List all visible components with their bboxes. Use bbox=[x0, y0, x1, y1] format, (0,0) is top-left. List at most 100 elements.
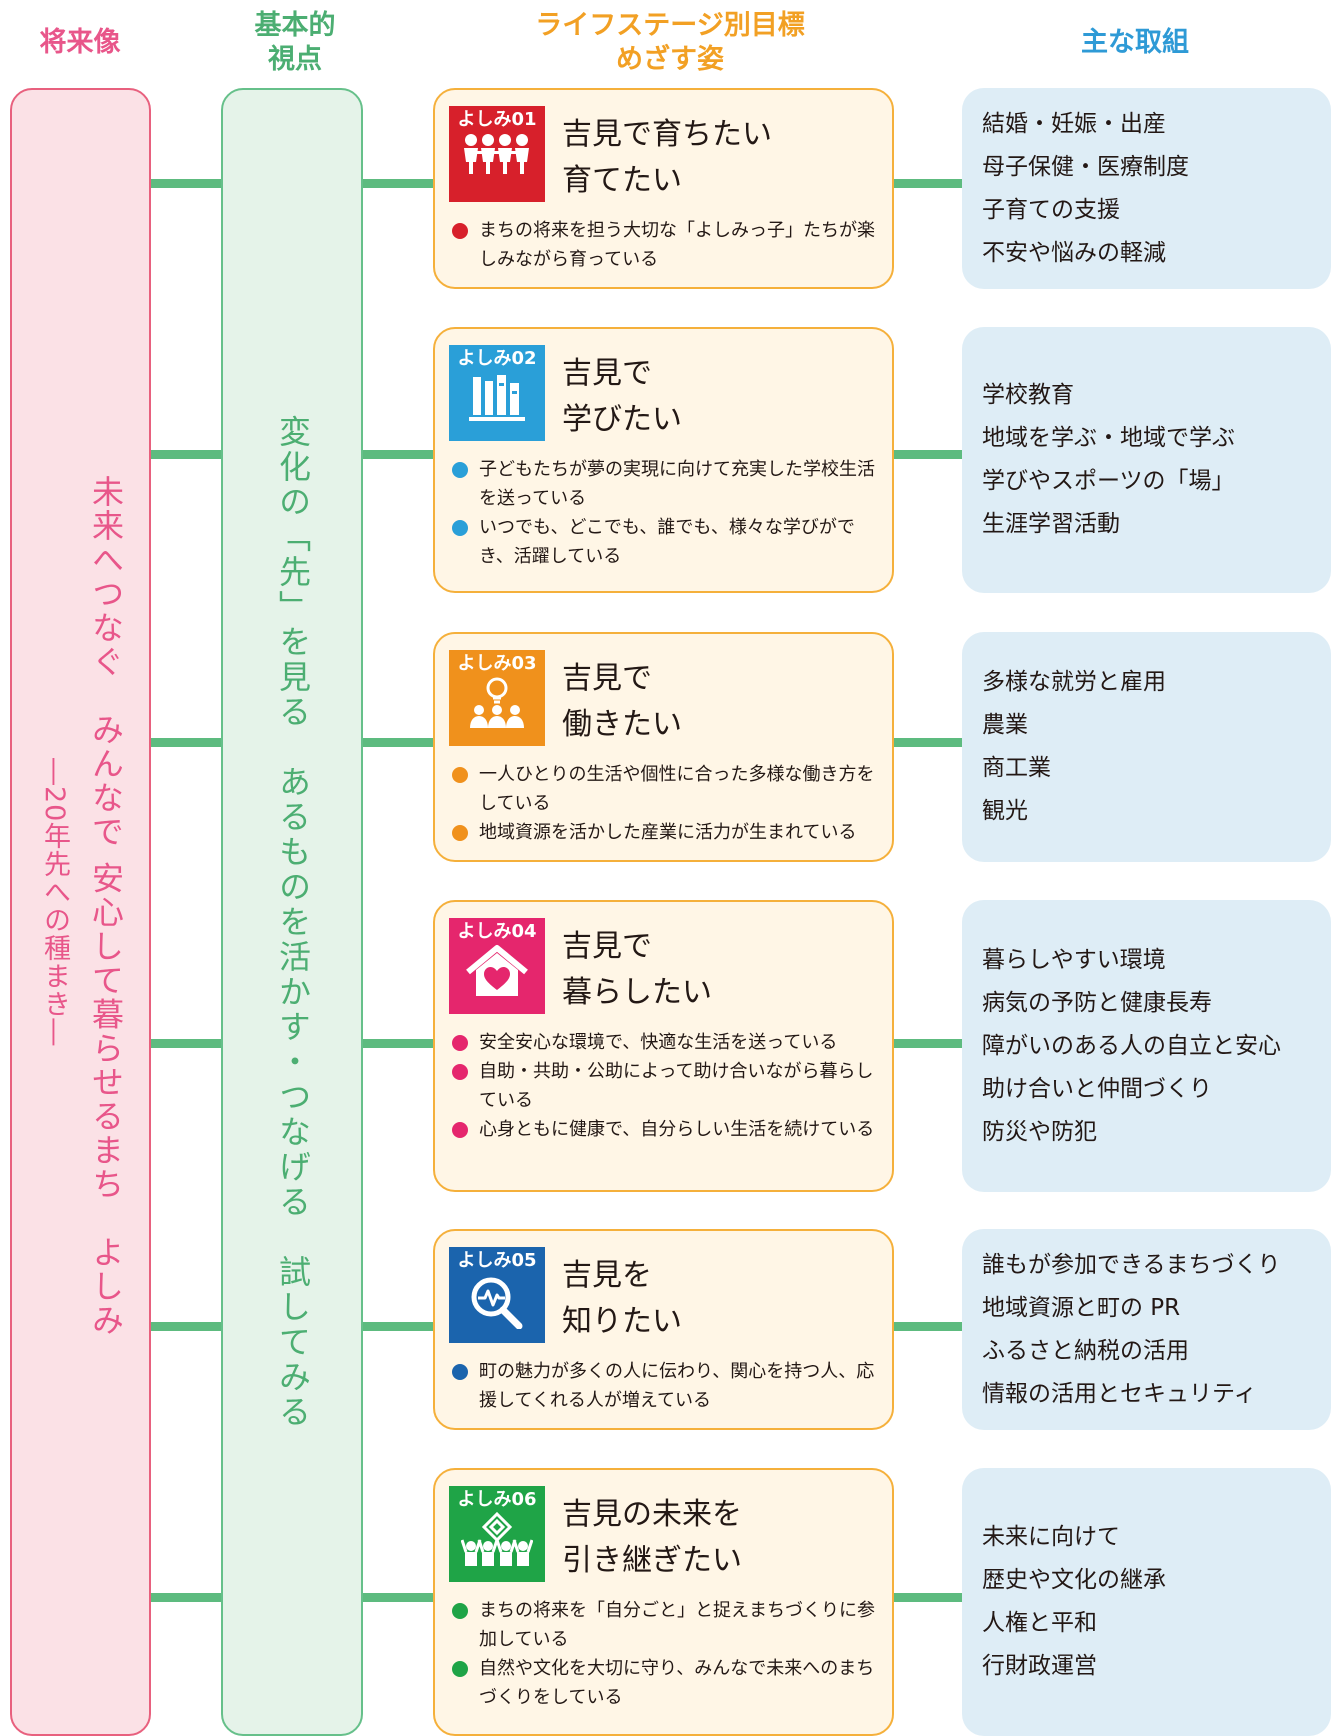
goal-bullet-text: まちの将来を担う大切な「よしみっ子」たちが楽しみながら育っている bbox=[479, 220, 875, 270]
action-card: 学校教育地域を学ぶ・地域で学ぶ学びやスポーツの「場」生涯学習活動 bbox=[962, 327, 1331, 593]
bullet-dot bbox=[452, 767, 468, 783]
action-item: 助け合いと仲間づくり bbox=[982, 1075, 1212, 1102]
action-item: 行財政運営 bbox=[982, 1653, 1097, 1679]
bullet-dot bbox=[452, 825, 468, 841]
action-item: 多様な就労と雇用 bbox=[982, 669, 1166, 695]
goal-bullet-text: 地域資源を活かした産業に活力が生まれている bbox=[479, 822, 857, 843]
goal-badge: よしみ06 bbox=[449, 1486, 545, 1582]
goal-card: よしみ05 吉見を知りたい町の魅力が多くの人に伝わり、関心を持つ人、応援してくれる… bbox=[433, 1229, 894, 1430]
connector-line bbox=[894, 738, 962, 747]
goal-title-line2: 働きたい bbox=[562, 707, 682, 742]
connector-line bbox=[363, 1039, 433, 1048]
connector-line bbox=[894, 450, 962, 459]
goal-bullet-text: 町の魅力が多くの人に伝わり、関心を持つ人、応援してくれる人が増えている bbox=[479, 1361, 875, 1411]
goal-bullet-list: 一人ひとりの生活や個性に合った多様な働き方をしている地域資源を活かした産業に活力… bbox=[451, 760, 876, 847]
header-viewpoint: 基本的 視点 bbox=[225, 9, 365, 77]
action-item: 学びやスポーツの「場」 bbox=[982, 468, 1235, 494]
action-item: 防災や防犯 bbox=[982, 1118, 1097, 1145]
action-item: 地域を学ぶ・地域で学ぶ bbox=[982, 425, 1235, 451]
goal-title: 吉見で暮らしたい bbox=[562, 924, 712, 1016]
action-card: 暮らしやすい環境病気の予防と健康長寿障がいのある人の自立と安心助け合いと仲間づく… bbox=[962, 900, 1331, 1192]
bullet-dot bbox=[452, 520, 468, 536]
bullet-dot bbox=[452, 223, 468, 239]
connector-line bbox=[363, 1322, 433, 1331]
action-item: 学校教育 bbox=[982, 382, 1074, 408]
goal-title: 吉見で学びたい bbox=[562, 351, 682, 443]
goal-title-line1: 吉見を bbox=[562, 1258, 652, 1293]
action-list: 結婚・妊娠・出産母子保健・医療制度子育ての支援不安や悩みの軽減 bbox=[982, 103, 1189, 275]
action-list: 暮らしやすい環境病気の予防と健康長寿障がいのある人の自立と安心助け合いと仲間づく… bbox=[982, 939, 1281, 1154]
goal-title-line1: 吉見で bbox=[562, 929, 652, 964]
goal-bullet-text: 心身ともに健康で、自分らしい生活を続けている bbox=[479, 1119, 875, 1140]
bullet-dot bbox=[452, 1661, 468, 1677]
connector-line bbox=[363, 179, 433, 188]
goal-badge: よしみ02 bbox=[449, 345, 545, 441]
goal-bullet-text: 子どもたちが夢の実現に向けて充実した学校生活を送っている bbox=[479, 459, 875, 509]
goal-bullet: 安全安心な環境で、快適な生活を送っている bbox=[451, 1028, 876, 1057]
connector-line bbox=[151, 738, 221, 747]
goal-bullet: 子どもたちが夢の実現に向けて充実した学校生活を送っている bbox=[451, 455, 876, 513]
action-item: 病気の予防と健康長寿 bbox=[982, 989, 1212, 1016]
action-card: 多様な就労と雇用農業商工業観光 bbox=[962, 632, 1331, 862]
action-item: 誰もが参加できるまちづくり bbox=[982, 1251, 1281, 1278]
goal-badge-label: よしみ05 bbox=[457, 1250, 537, 1271]
goal-bullet: 地域資源を活かした産業に活力が生まれている bbox=[451, 818, 876, 847]
action-item: 暮らしやすい環境 bbox=[982, 946, 1166, 973]
bullet-dot bbox=[452, 1603, 468, 1619]
action-item: 歴史や文化の継承 bbox=[982, 1567, 1166, 1593]
goal-badge-label: よしみ04 bbox=[457, 921, 537, 942]
goal-card: よしみ04 吉見で暮らしたい安全安心な環境で、快適な生活を送っている自助・共助・公… bbox=[433, 900, 894, 1192]
goal-bullet: いつでも、どこでも、誰でも、様々な学びができ、活躍している bbox=[451, 513, 876, 571]
goal-bullet-text: 一人ひとりの生活や個性に合った多様な働き方をしている bbox=[479, 764, 875, 814]
goal-bullet: 心身ともに健康で、自分らしい生活を続けている bbox=[451, 1115, 876, 1144]
action-list: 学校教育地域を学ぶ・地域で学ぶ学びやスポーツの「場」生涯学習活動 bbox=[982, 374, 1235, 546]
action-item: 観光 bbox=[982, 798, 1028, 824]
goal-bullet-list: まちの将来を担う大切な「よしみっ子」たちが楽しみながら育っている bbox=[451, 216, 876, 274]
books-icon bbox=[467, 369, 527, 427]
goal-bullet: 一人ひとりの生活や個性に合った多様な働き方をしている bbox=[451, 760, 876, 818]
header-goal-line2: めざす姿 bbox=[616, 44, 724, 75]
goal-title-line2: 引き継ぎたい bbox=[562, 1543, 742, 1578]
goal-bullet-list: 安全安心な環境で、快適な生活を送っている自助・共助・公助によって助け合いながら暮… bbox=[451, 1028, 876, 1144]
bullet-dot bbox=[452, 462, 468, 478]
goal-badge: よしみ01 bbox=[449, 106, 545, 202]
viewpoint-text: 変化の「先」を見る あるものを活かす・つなげる 試してみる bbox=[274, 415, 312, 1430]
header-goal-line1: ライフステージ別目標 bbox=[535, 10, 805, 41]
goal-bullet: まちの将来を「自分ごと」と捉えまちづくりに参加している bbox=[451, 1596, 876, 1654]
goal-title-line2: 知りたい bbox=[562, 1304, 682, 1339]
goal-badge: よしみ03 bbox=[449, 650, 545, 746]
bullet-dot bbox=[452, 1122, 468, 1138]
action-item: 情報の活用とセキュリティ bbox=[982, 1380, 1257, 1407]
bullet-dot bbox=[452, 1064, 468, 1080]
action-item: 母子保健・医療制度 bbox=[982, 153, 1189, 180]
workers-idea-icon bbox=[467, 674, 527, 734]
goal-bullet: 自然や文化を大切に守り、みんなで未来へのまちづくりをしている bbox=[451, 1654, 876, 1712]
goal-bullet: 町の魅力が多くの人に伝わり、関心を持つ人、応援してくれる人が増えている bbox=[451, 1357, 876, 1415]
action-item: 子育ての支援 bbox=[982, 196, 1120, 223]
magnifier-pulse-icon bbox=[467, 1271, 527, 1333]
action-item: 人権と平和 bbox=[982, 1610, 1097, 1636]
action-card: 未来に向けて歴史や文化の継承人権と平和行財政運営 bbox=[962, 1468, 1331, 1736]
people-diamond-icon bbox=[460, 1510, 534, 1572]
connector-line bbox=[894, 179, 962, 188]
goal-bullet-text: 安全安心な環境で、快適な生活を送っている bbox=[479, 1032, 838, 1053]
goal-bullet-text: 自然や文化を大切に守り、みんなで未来へのまちづくりをしている bbox=[479, 1658, 875, 1708]
house-heart-icon bbox=[464, 942, 530, 1002]
header-viewpoint-line2: 視点 bbox=[268, 44, 322, 75]
goal-badge: よしみ04 bbox=[449, 918, 545, 1014]
vision-column bbox=[10, 88, 151, 1736]
viewpoint-column bbox=[221, 88, 363, 1736]
connector-line bbox=[894, 1322, 962, 1331]
goal-title: 吉見で働きたい bbox=[562, 656, 682, 748]
goal-title: 吉見の未来を引き継ぎたい bbox=[562, 1492, 742, 1584]
action-item: 不安や悩みの軽減 bbox=[982, 239, 1166, 266]
header-viewpoint-line1: 基本的 bbox=[254, 10, 336, 41]
vision-main-text: 未来へつなぐ みんなで 安心して暮らせるまち よしみ bbox=[87, 475, 125, 1338]
goal-bullet-list: 町の魅力が多くの人に伝わり、関心を持つ人、応援してくれる人が増えている bbox=[451, 1357, 876, 1415]
action-list: 多様な就労と雇用農業商工業観光 bbox=[982, 661, 1166, 833]
